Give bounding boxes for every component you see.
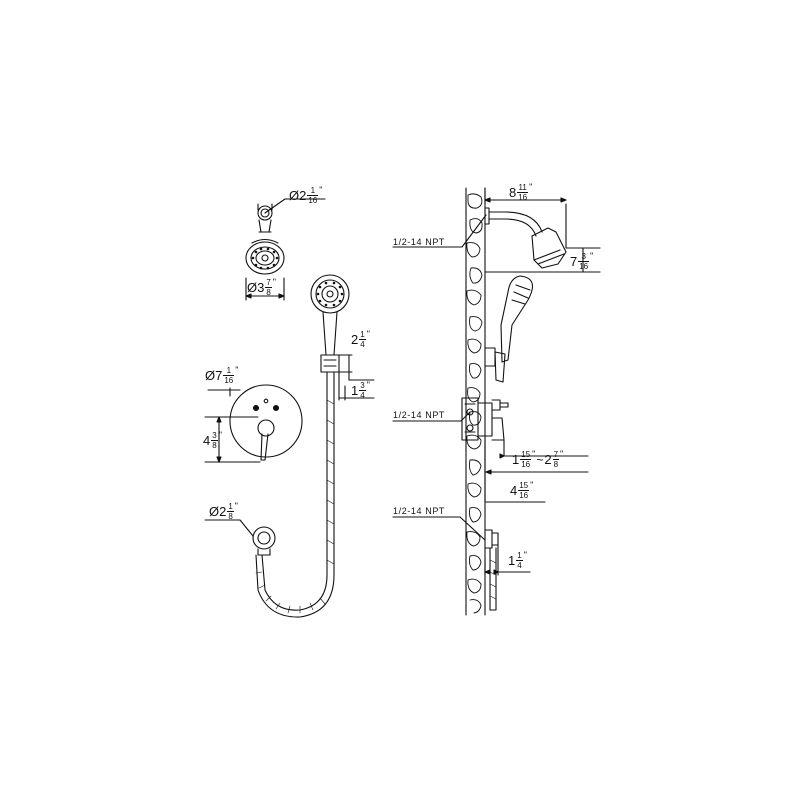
hand-shower-front	[310, 274, 375, 401]
npt-leaders	[392, 214, 487, 541]
hose	[255, 371, 335, 618]
wall-section	[465, 187, 486, 616]
npt-label-top: 1/2-14 NPT	[393, 237, 446, 247]
wall-elbow-side	[484, 529, 531, 611]
trim-plate-front	[204, 384, 303, 463]
npt-label-bottom: 1/2-14 NPT	[393, 506, 446, 516]
hand-shower-side	[484, 275, 534, 383]
shower-head-front	[245, 198, 326, 301]
wall-elbow-front	[204, 519, 276, 556]
npt-label-middle: 1/2-14 NPT	[393, 410, 446, 420]
shower-arm-side	[484, 187, 601, 273]
valve-side	[461, 397, 589, 503]
